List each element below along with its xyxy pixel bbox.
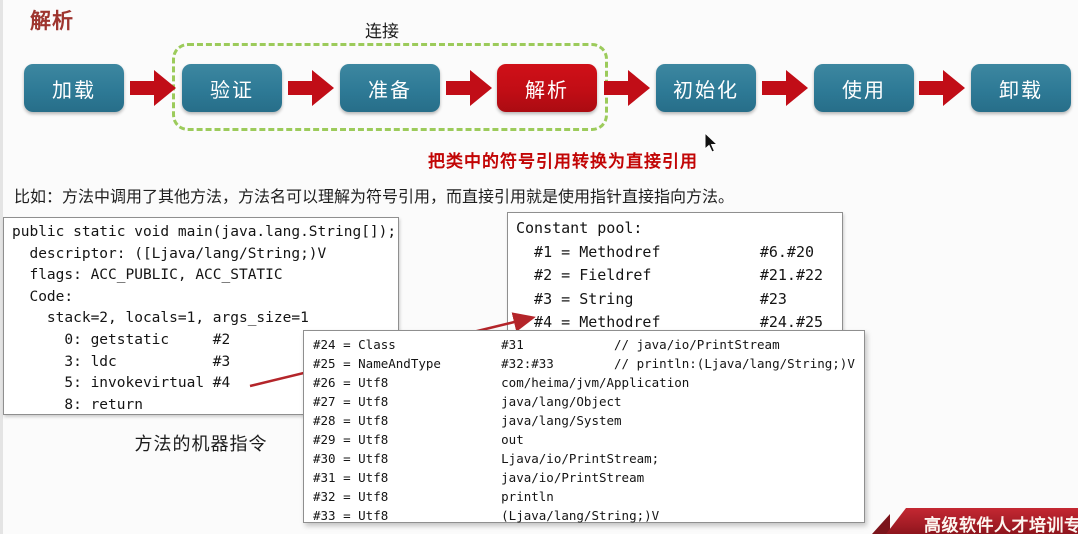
stage-load: 加载 [24,64,124,112]
mouse-cursor-icon [704,132,719,153]
bytecode-code: public static void main(java.lang.String… [12,224,397,413]
linking-group-label: 连接 [365,22,399,41]
flow-arrow-icon [446,70,492,106]
page-title: 解析 [30,10,74,33]
brand-text: 高级软件人才培训专 [924,516,1078,534]
constant-pool-detail-code: #24 = Class #31 // java/io/PrintStream #… [313,337,855,523]
banner-band: 高级软件人才培训专 [886,508,1078,534]
constant-pool-code: Constant pool: #1 = Methodref #6.#20 #2 … [516,219,824,331]
banner-ribbon-wedge [872,514,890,534]
brand-banner: 高级软件人才培训专 [872,508,1078,534]
stage-unload: 卸载 [971,64,1071,112]
bytecode-caption: 方法的机器指令 [134,434,268,454]
stage-prepare: 准备 [340,64,440,112]
resolve-note: 把类中的符号引用转换为直接引用 [428,152,698,171]
stage-use: 使用 [814,64,914,112]
description-text: 比如：方法中调用了其他方法，方法名可以理解为符号引用，而直接引用就是使用指针直接… [14,189,735,206]
flow-arrow-icon [288,70,334,106]
flow-arrow-icon [130,70,176,106]
constant-pool-detail-panel: #24 = Class #31 // java/io/PrintStream #… [303,330,865,523]
left-edge-strip [0,0,3,534]
constant-pool-panel: Constant pool: #1 = Methodref #6.#20 #2 … [507,212,843,352]
stage-resolve: 解析 [497,64,597,112]
flow-arrow-icon [604,70,650,106]
stage-verify: 验证 [182,64,282,112]
flow-arrow-icon [919,70,965,106]
stage-initialize: 初始化 [656,64,756,112]
flow-arrow-icon [762,70,808,106]
